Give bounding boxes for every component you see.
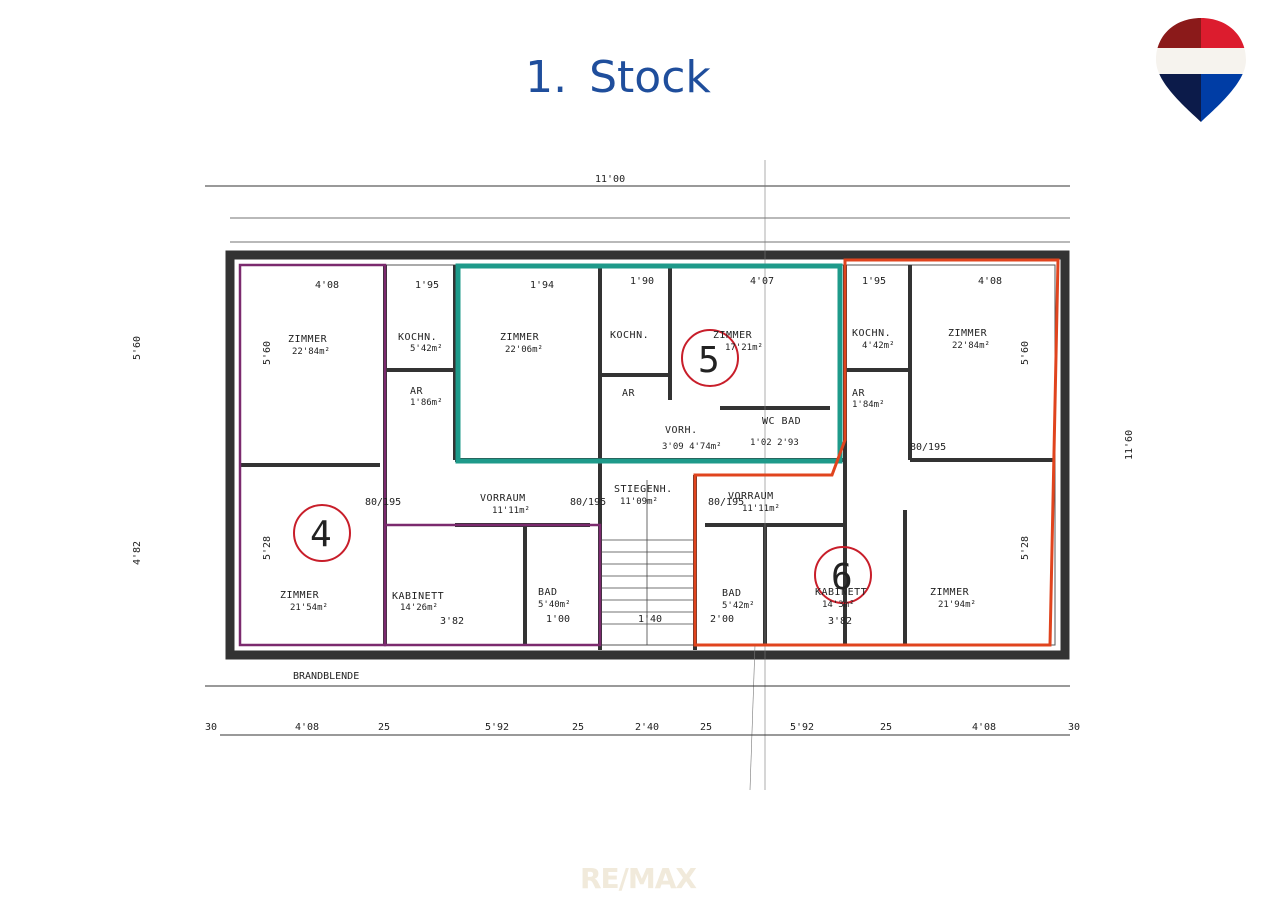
dimension-label: 11'60	[1124, 430, 1135, 460]
unit-4-number: 4	[310, 514, 332, 555]
room-area: 11'11m²	[742, 504, 780, 514]
unit-5-outline	[455, 263, 843, 464]
room-area: 11'11m²	[492, 506, 530, 516]
dimension-label: 4'82	[132, 541, 143, 565]
dimension-label: 5'28	[1020, 536, 1031, 560]
room-name: AR	[622, 388, 636, 399]
room-name: ZIMMER	[280, 590, 320, 601]
dimension-label: 30	[1068, 722, 1080, 733]
dimension-label: 5'28	[262, 536, 273, 560]
room-area: 5'42m²	[410, 344, 443, 354]
dimension-label: 4'08	[295, 722, 319, 733]
room-area: 21'54m²	[290, 603, 328, 613]
outer-wall	[225, 250, 1070, 660]
overall-width-label: 11'00	[595, 174, 625, 185]
dimension-label: 1'90	[630, 276, 654, 287]
unit-6-badge	[814, 546, 872, 604]
dimension-labels: 4'08 5'92 2'40 5'92 4'08 30 25 25 25 25 …	[132, 276, 1135, 733]
dimension-label: 1'94	[530, 280, 554, 291]
dimension-label: 80/195	[708, 497, 744, 508]
staircase	[600, 480, 695, 645]
floor-plan: 11'00	[132, 160, 1135, 791]
room-area: 5'40m²	[538, 600, 571, 610]
unit-4-badge	[293, 504, 351, 562]
room-area: 3'09 4'74m²	[662, 442, 722, 452]
dimension-label: 5'60	[1020, 341, 1031, 365]
room-name: KABINETT	[815, 587, 867, 598]
room-name: ZIMMER	[948, 328, 988, 339]
room-area: 1'86m²	[410, 398, 443, 408]
room-labels: ZIMMER 22'84m² KOCHN. 5'42m² AR 1'86m² Z…	[280, 328, 990, 613]
brandblende-label: BRANDBLENDE	[293, 671, 359, 682]
dimension-label: 3'82	[440, 616, 464, 627]
remax-balloon-logo	[1156, 18, 1246, 122]
unit-6-outline	[693, 258, 1060, 647]
dimension-label: 2'00	[710, 614, 734, 625]
dimension-label: 30	[205, 722, 217, 733]
unit-4-outline	[238, 263, 387, 647]
dimension-label: 80/195	[365, 497, 401, 508]
room-name: WC BAD	[762, 416, 801, 427]
room-area: 22'84m²	[952, 341, 990, 351]
dimension-label: 4'08	[315, 280, 339, 291]
room-name: STIEGENH.	[614, 484, 673, 495]
room-name: KOCHN.	[852, 328, 891, 339]
dimension-label: 5'60	[132, 336, 143, 360]
room-name: BAD	[538, 587, 558, 598]
room-name: KOCHN.	[398, 332, 437, 343]
room-area: 11'09m²	[620, 497, 658, 507]
dimension-label: 25	[880, 722, 892, 733]
dimension-label: 1'40	[638, 614, 662, 625]
dimension-label: 1'00	[546, 614, 570, 625]
unit-5-number: 5	[698, 340, 720, 381]
dimension-label: 80/195	[570, 497, 606, 508]
dimension-label: 4'08	[978, 276, 1002, 287]
room-name: ZIMMER	[288, 334, 328, 345]
room-name: KABINETT	[392, 591, 444, 602]
room-name: AR	[410, 386, 424, 397]
dimension-label: 25	[700, 722, 712, 733]
dimension-label: 25	[572, 722, 584, 733]
room-name: VORRAUM	[728, 491, 774, 502]
floor-title: Stock	[589, 52, 711, 103]
dimension-label: 3'82	[828, 616, 852, 627]
room-name: ZIMMER	[713, 330, 753, 341]
room-area: 1'84m²	[852, 400, 885, 410]
unit-6-number: 6	[831, 557, 853, 598]
dimension-label: 80/195	[910, 442, 946, 453]
room-name: BAD	[722, 588, 742, 599]
room-area: 14'3m²	[822, 600, 855, 610]
room-area: 5'42m²	[722, 601, 755, 611]
dimension-label: 2'40	[635, 722, 659, 733]
dimension-label: 5'92	[485, 722, 509, 733]
floor-number: 1.	[525, 52, 568, 103]
unit-5-badge	[681, 329, 739, 387]
dimension-label: 4'07	[750, 276, 774, 287]
remax-watermark: RE/MAX	[579, 862, 697, 895]
room-name: ZIMMER	[930, 587, 970, 598]
room-area: 14'26m²	[400, 603, 438, 613]
room-name: AR	[852, 388, 866, 399]
dimension-label: 4'08	[972, 722, 996, 733]
room-area: 1'02 2'93	[750, 438, 799, 448]
room-name: VORRAUM	[480, 493, 526, 504]
room-name: ZIMMER	[500, 332, 540, 343]
room-area: 21'94m²	[938, 600, 976, 610]
page-title: 1. Stock	[0, 52, 1236, 103]
dimension-label: 1'95	[415, 280, 439, 291]
room-area: 4'42m²	[862, 341, 895, 351]
dimension-label: 5'60	[262, 341, 273, 365]
dimension-label: 1'95	[862, 276, 886, 287]
room-name: KOCHN.	[610, 330, 649, 341]
dimension-label: 5'92	[790, 722, 814, 733]
room-area: 22'06m²	[505, 345, 543, 355]
room-area: 22'84m²	[292, 347, 330, 357]
room-area: 17'21m²	[725, 343, 763, 353]
room-name: VORH.	[665, 425, 698, 436]
dimension-label: 25	[378, 722, 390, 733]
